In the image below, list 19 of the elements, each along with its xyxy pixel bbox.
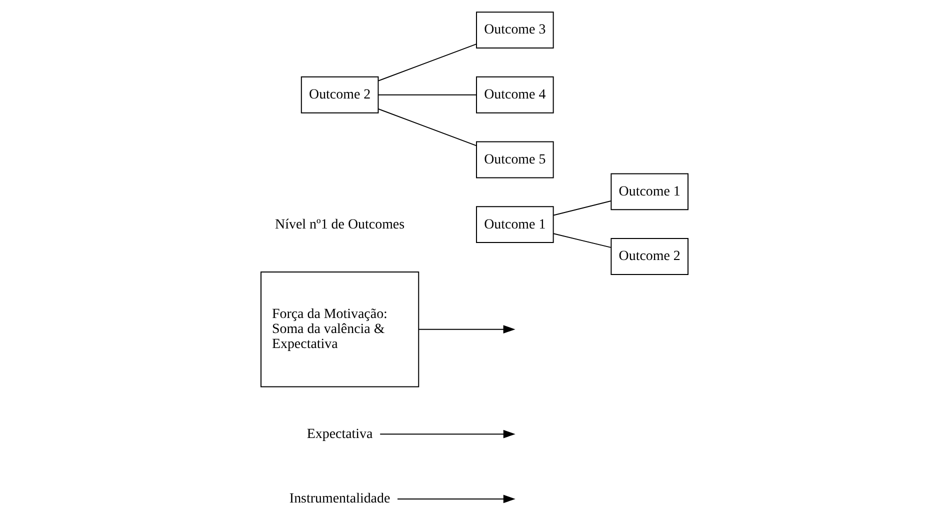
node-box: Outcome 1 (610, 173, 688, 210)
node-box: Outcome 4 (476, 76, 554, 114)
node-box: Outcome 2 (300, 76, 379, 114)
node-box: Outcome 5 (476, 141, 554, 178)
connector (378, 94, 477, 96)
arrow (396, 494, 516, 504)
connector (553, 200, 612, 216)
node-box: Força da Motivação: Soma da valência & Expectativa (260, 271, 420, 388)
node-box: Outcome 2 (610, 238, 688, 275)
connector (553, 233, 612, 248)
node-text: Expectativa (306, 426, 373, 442)
node-text: Instrumentalidade (289, 492, 390, 507)
arrow (418, 325, 516, 334)
connector (378, 44, 477, 82)
connector (378, 108, 477, 146)
node-box: Outcome 1 (476, 206, 554, 244)
label: Nível nº1 de Outcomes (275, 217, 405, 232)
arrow (380, 430, 516, 438)
node-box: Outcome 3 (476, 12, 554, 48)
